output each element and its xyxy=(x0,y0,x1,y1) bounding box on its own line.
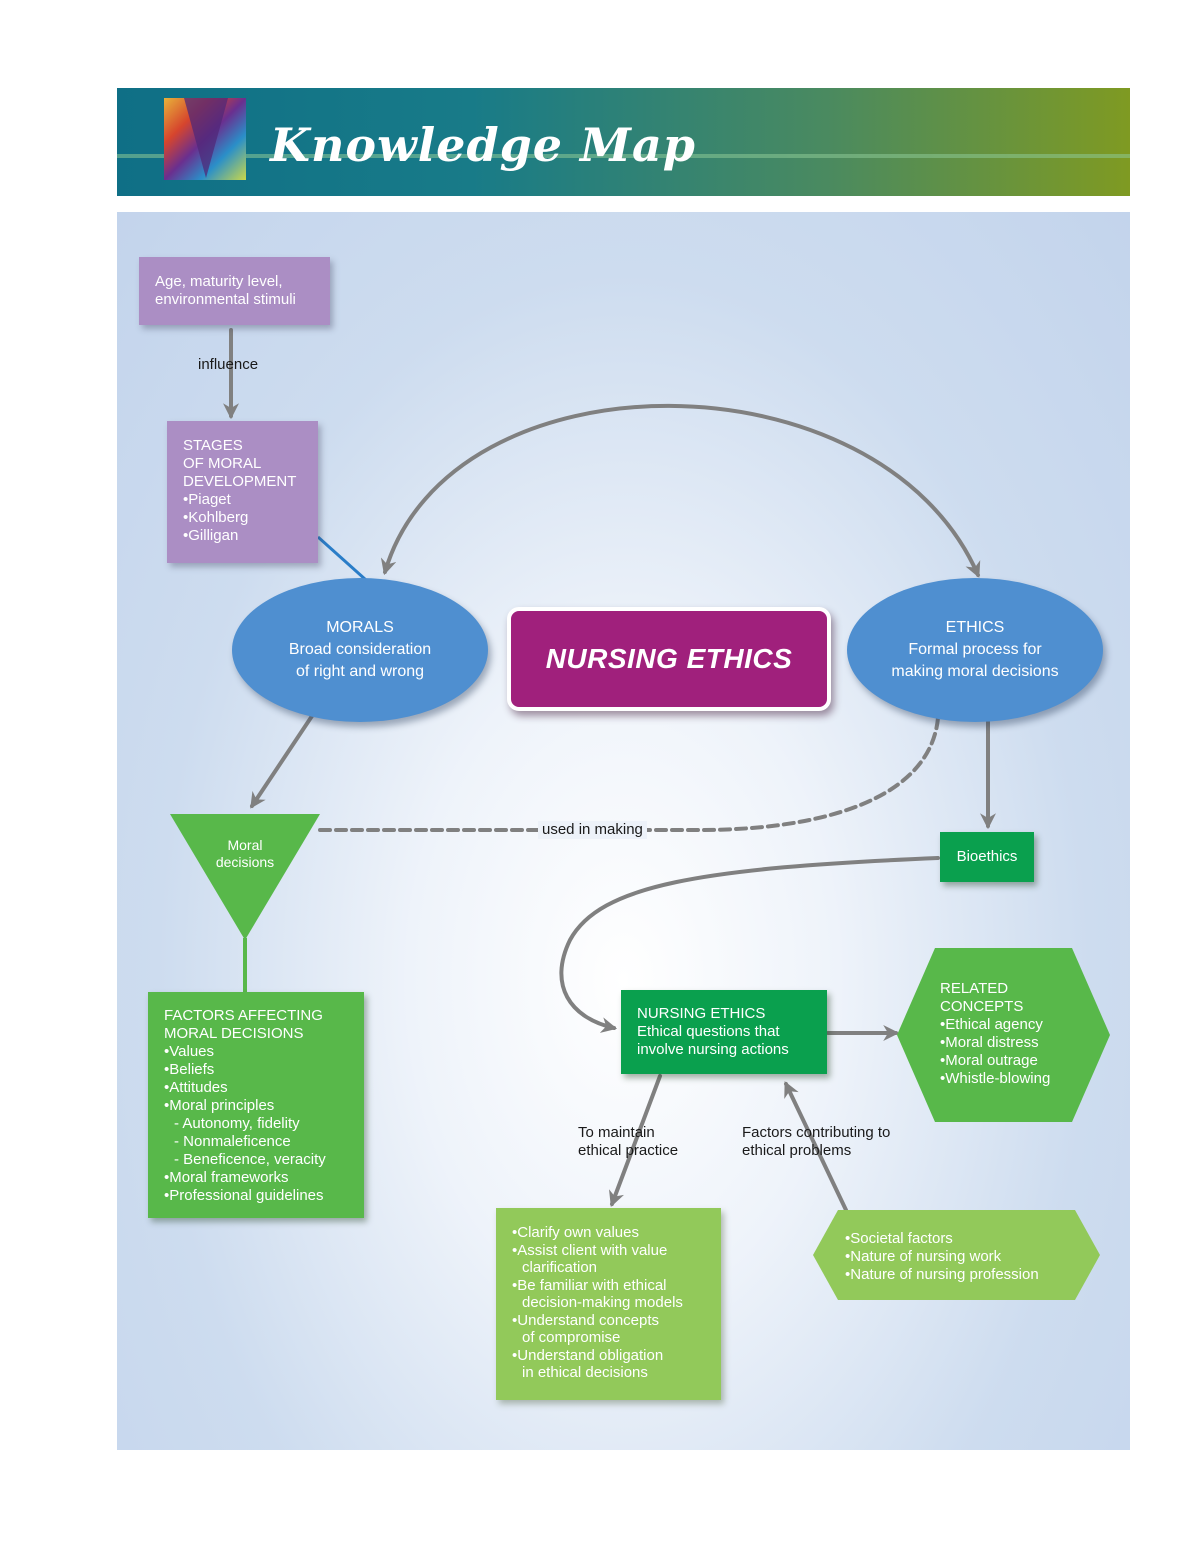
connector-stages-morals xyxy=(316,535,368,582)
stages-list: Piaget Kohlberg Gilligan xyxy=(183,491,302,545)
maintain-practice-box: Clarify own values Assist client with va… xyxy=(496,1208,721,1400)
connector-contributing-nursing xyxy=(784,1081,848,1212)
factor-sub-item: Nonmaleficence xyxy=(164,1133,348,1151)
factor-item: Values xyxy=(164,1043,348,1061)
nursing-ethics-line-1: Ethical questions that xyxy=(637,1023,780,1040)
morals-title: MORALS xyxy=(326,619,394,636)
related-item: Moral outrage xyxy=(940,1052,1050,1070)
factor-item: Beliefs xyxy=(164,1061,348,1079)
factor-item: Professional guidelines xyxy=(164,1187,348,1205)
banner-stripe xyxy=(117,154,1130,158)
stages-title-1: STAGES xyxy=(183,437,243,454)
maintain-item: Be familiar with ethicaldecision-making … xyxy=(512,1277,705,1312)
factors-title-2: MORAL DECISIONS xyxy=(164,1025,304,1042)
maintain-item-text: Clarify own values xyxy=(517,1224,639,1241)
maintain-item-text-cont: clarification xyxy=(522,1259,598,1276)
nursing-ethics-title: NURSING ETHICS xyxy=(637,1005,766,1022)
factors-list: Values Beliefs Attitudes Moral principle… xyxy=(164,1043,348,1205)
related-title-1: RELATED xyxy=(940,980,1009,997)
age-maturity-box: Age, maturity level, environmental stimu… xyxy=(139,257,330,325)
factors-contributing-label: Factors contributing to ethical problems xyxy=(742,1124,890,1160)
bioethics-box: Bioethics xyxy=(940,832,1034,882)
moral-decisions-text: Moral decisions xyxy=(185,837,305,871)
to-maintain-line-2: ethical practice xyxy=(578,1142,679,1159)
maintain-item-text-cont: of compromise xyxy=(522,1329,621,1346)
logo-v-shape xyxy=(184,98,228,178)
moral-decisions-line-2: decisions xyxy=(215,854,275,870)
morals-oval: MORALS Broad consideration of right and … xyxy=(232,578,488,722)
maintain-item-text: Assist client with value xyxy=(517,1241,668,1259)
banner-title: Knowledge Map xyxy=(270,118,696,172)
to-maintain-line-1: To maintain xyxy=(578,1124,655,1141)
ethics-oval: ETHICS Formal process for making moral d… xyxy=(847,578,1103,722)
maintain-item-text-cont: decision-making models xyxy=(522,1294,683,1311)
factor-sub-item: Beneficence, veracity xyxy=(164,1151,348,1169)
knowledge-map-banner: Knowledge Map xyxy=(117,88,1130,196)
maintain-item-text-cont: in ethical decisions xyxy=(522,1364,648,1381)
contributing-list: Societal factors Nature of nursing work … xyxy=(845,1230,1039,1284)
stage-item-gilligan: Gilligan xyxy=(183,527,302,545)
moral-decisions-line-1: Moral xyxy=(227,837,263,853)
factor-item: Attitudes xyxy=(164,1079,348,1097)
related-item: Ethical agency xyxy=(940,1016,1050,1034)
center-title-text: NURSING ETHICS xyxy=(545,643,793,674)
stage-item-kohlberg: Kohlberg xyxy=(183,509,302,527)
related-title-2: CONCEPTS xyxy=(940,998,1024,1015)
age-maturity-text: Age, maturity level, environmental stimu… xyxy=(155,273,296,308)
factor-sub-item: Autonomy, fidelity xyxy=(164,1115,348,1133)
to-maintain-label: To maintain ethical practice xyxy=(578,1124,678,1160)
factor-item: Moral frameworks xyxy=(164,1169,348,1187)
related-concepts-text: RELATED CONCEPTS Ethical agency Moral di… xyxy=(940,980,1050,1088)
maintain-item-text: Be familiar with ethical xyxy=(517,1276,667,1294)
maintain-item-text: Understand concepts xyxy=(517,1311,660,1329)
related-item: Whistle-blowing xyxy=(940,1070,1050,1088)
stage-item-piaget: Piaget xyxy=(183,491,302,509)
connector-bioethics-nursing-ethics xyxy=(559,856,940,1033)
factors-title-1: FACTORS AFFECTING xyxy=(164,1007,323,1024)
contributing-item: Nature of nursing profession xyxy=(845,1266,1038,1284)
morals-line-2: of right and wrong xyxy=(295,663,425,680)
contributing-item: Nature of nursing work xyxy=(845,1248,1039,1266)
nursing-ethics-box: NURSING ETHICS Ethical questions that in… xyxy=(621,990,827,1074)
maintain-list: Clarify own values Assist client with va… xyxy=(512,1224,705,1382)
stages-title-3: DEVELOPMENT xyxy=(183,473,297,490)
connector-nursing-maintain xyxy=(609,1074,662,1207)
moral-decisions-triangle xyxy=(170,814,320,940)
prism-logo-icon xyxy=(164,98,246,180)
stages-moral-development-box: STAGES OF MORAL DEVELOPMENT Piaget Kohlb… xyxy=(167,421,318,563)
factors-affecting-box: FACTORS AFFECTING MORAL DECISIONS Values… xyxy=(148,992,364,1218)
nursing-ethics-center-title: NURSING ETHICS xyxy=(507,607,831,711)
factors-contributing-line-2: ethical problems xyxy=(742,1142,852,1159)
factors-contributing-line-1: Factors contributing to xyxy=(742,1124,891,1141)
related-item: Moral distress xyxy=(940,1034,1050,1052)
contributing-factors-text: Societal factors Nature of nursing work … xyxy=(845,1230,1039,1284)
related-list: Ethical agency Moral distress Moral outr… xyxy=(940,1016,1050,1088)
maintain-item: Clarify own values xyxy=(512,1224,705,1242)
ethics-line-1: Formal process for xyxy=(908,641,1042,658)
factor-item: Moral principles xyxy=(164,1097,348,1115)
connector-decisions-ethics-dashed xyxy=(318,716,940,832)
contributing-item: Societal factors xyxy=(845,1230,1039,1248)
connector-morals-decisions xyxy=(250,714,314,809)
influence-label: influence xyxy=(198,356,259,373)
bioethics-label: Bioethics xyxy=(956,848,1018,865)
used-in-making-label: used in making xyxy=(538,821,647,839)
morals-line-1: Broad consideration xyxy=(288,641,432,658)
ethics-title: ETHICS xyxy=(945,619,1005,636)
connector-morals-ethics-arc xyxy=(380,404,981,578)
nursing-ethics-line-2: involve nursing actions xyxy=(637,1041,789,1058)
maintain-item-text: Understand obligation xyxy=(517,1346,664,1364)
ethics-line-2: making moral decisions xyxy=(891,663,1059,680)
stages-title-2: OF MORAL xyxy=(183,455,262,472)
